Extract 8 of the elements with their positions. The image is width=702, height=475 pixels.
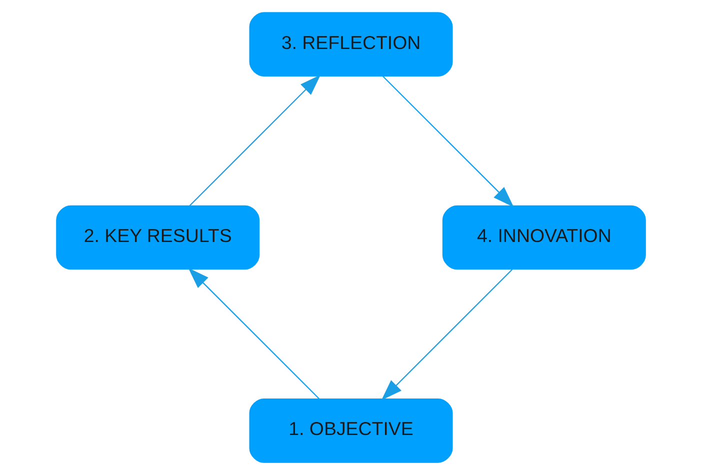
node-box: 3. REFLECTION [249,12,453,77]
node-box: 1. OBJECTIVE [249,398,453,463]
arrow [381,268,513,400]
arrow [188,268,320,400]
arrow [382,76,514,208]
node-box: 4. INNOVATION [442,205,646,270]
arrow [189,74,321,206]
node-box: 2. KEY RESULTS [56,205,260,270]
